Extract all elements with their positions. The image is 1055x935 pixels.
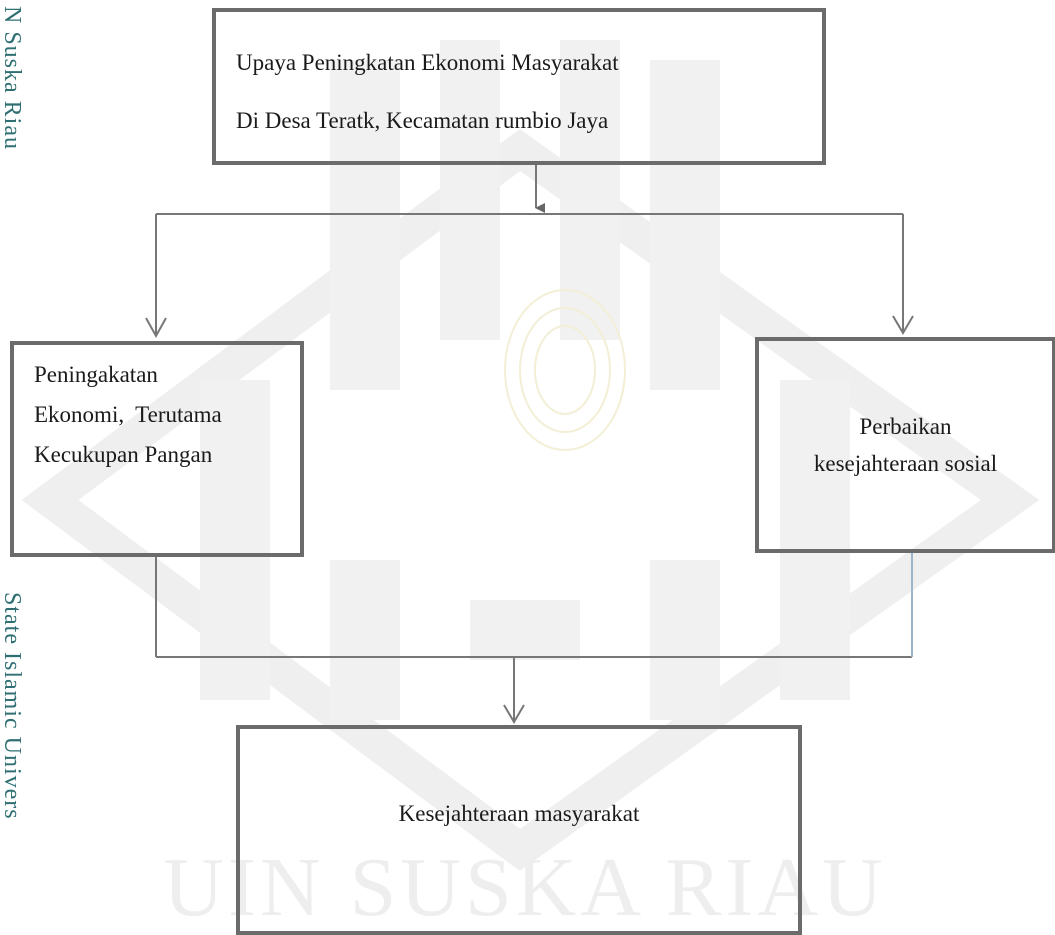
node-bottom-line1: Kesejahteraan masyarakat: [398, 801, 640, 826]
node-top-line2: Di Desa Teratk, Kecamatan rumbio Jaya: [236, 108, 609, 133]
node-top-line1: Upaya Peningkatan Ekonomi Masyarakat: [236, 50, 619, 75]
node-economic-improvement-effort: Upaya Peningkatan Ekonomi Masyarakat Di …: [212, 8, 826, 165]
arrow-head-bottom: [503, 704, 525, 724]
node-economic-food-sufficiency: Peningakatan Ekonomi, Terutama Kecukupan…: [10, 341, 304, 557]
side-text-upper: N Suska Riau: [0, 6, 25, 150]
node-left-line1: Peningakatan: [34, 362, 158, 387]
node-left-line3: Kecukupan Pangan: [34, 442, 213, 467]
arrow-head-right: [892, 315, 914, 335]
node-left-line2: Ekonomi, Terutama: [34, 402, 222, 427]
node-community-welfare: Kesejahteraan masyarakat: [236, 725, 802, 935]
node-social-welfare-improvement: Perbaikan kesejahteraan sosial: [755, 337, 1055, 553]
node-right-line1: Perbaikan: [859, 414, 952, 439]
arrow-head-left: [145, 317, 167, 339]
side-text-lower: State Islamic Univers: [0, 592, 25, 820]
node-right-line2: kesejahteraan sosial: [813, 451, 998, 476]
watermark-text: UIN SUSKA RIAU: [163, 841, 886, 917]
